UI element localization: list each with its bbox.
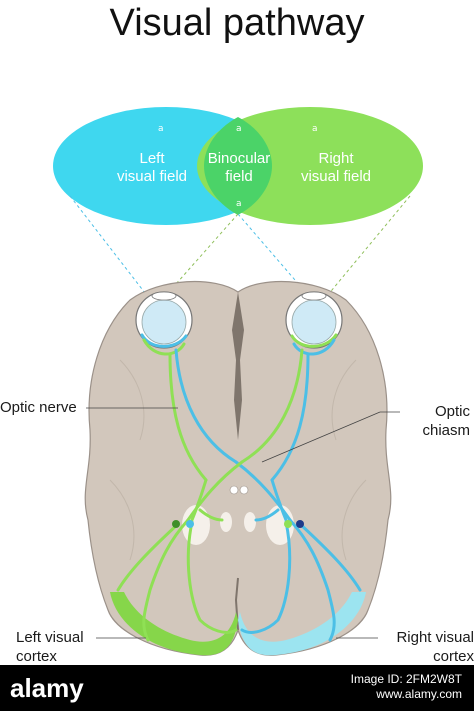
optic-pathways xyxy=(116,333,362,642)
left-visual-field-text: Left visual field xyxy=(116,150,188,185)
site-url: www.alamy.com xyxy=(376,687,462,701)
binocular-field xyxy=(204,117,272,215)
leader-lines xyxy=(86,407,400,639)
right-visual-cortex-label: Right visual cortex xyxy=(396,629,474,665)
binocular-field-text: Binocular field xyxy=(207,150,271,185)
right-visual-field-text: Right visual field xyxy=(300,150,372,185)
svg-text:a: a xyxy=(158,124,164,134)
left-visual-field-label: Left visual field xyxy=(112,150,192,186)
right-visual-field-label: Right visual field xyxy=(292,150,380,186)
left-small-structure xyxy=(220,512,232,532)
optic-nerve-label: Optic nerve xyxy=(0,399,77,416)
binocular-field-label: Binocular field xyxy=(196,150,282,186)
footer-brand: alamy xyxy=(10,673,84,703)
mammillary-body-right xyxy=(239,485,249,495)
left-eye xyxy=(135,291,193,349)
page-title: Visual pathway xyxy=(109,2,365,44)
longitudinal-fissure xyxy=(232,292,244,440)
svg-text:a: a xyxy=(312,124,318,134)
field-markers: a a a a xyxy=(158,124,318,209)
right-small-structure xyxy=(244,512,256,532)
left-visual-cortex xyxy=(110,592,238,656)
svg-text:a: a xyxy=(236,124,242,134)
image-id: Image ID: 2FM2W8T xyxy=(350,672,462,686)
svg-text:a: a xyxy=(236,199,242,209)
brain-folds xyxy=(109,359,367,561)
right-eye xyxy=(285,291,343,349)
left-lgn xyxy=(172,520,194,528)
footer-bar xyxy=(0,665,474,711)
optic-chiasm-label: Optic chiasm xyxy=(422,403,470,439)
mammillary-body-left xyxy=(229,485,239,495)
left-visual-cortex-label: Left visual cortex xyxy=(16,629,84,665)
footer-id: Image ID: 2FM2W8T www.alamy.com xyxy=(351,672,462,702)
right-visual-cortex xyxy=(238,592,366,656)
right-lgn xyxy=(284,520,304,528)
